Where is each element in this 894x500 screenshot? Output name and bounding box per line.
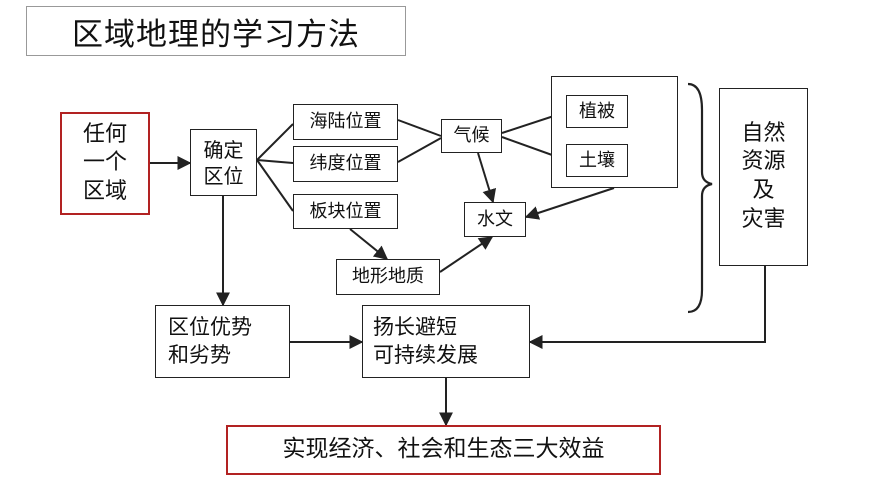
node-natural-resources-line2: 资源 <box>741 149 786 175</box>
arrow-vegetation-box-to-hydrology <box>524 187 615 220</box>
node-any-region-line3: 区域 <box>82 178 127 204</box>
node-natural-resources-line1: 自然 <box>741 120 786 146</box>
node-any-region: 任何 一个 区域 <box>60 112 150 215</box>
node-natural-resources-line4: 灾害 <box>741 206 786 232</box>
arrow-terrain-to-hydrology <box>439 236 494 273</box>
node-sustainable-line1: 扬长避短 <box>373 315 457 340</box>
node-benefits: 实现经济、社会和生态三大效益 <box>226 425 661 475</box>
node-soil: 土壤 <box>566 144 628 177</box>
node-natural-resources: 自然 资源 及 灾害 <box>719 88 808 266</box>
node-latitude-position: 纬度位置 <box>293 146 398 182</box>
node-vegetation: 植被 <box>566 95 628 128</box>
node-natural-resources-line3: 及 <box>752 178 775 203</box>
arrow-plate-to-terrain <box>349 228 389 260</box>
node-terrain-geology: 地形地质 <box>336 259 440 295</box>
node-determine-location: 确定 区位 <box>190 129 257 196</box>
node-sustainable-line2: 可持续发展 <box>373 342 478 367</box>
node-plate-position: 板块位置 <box>293 194 398 229</box>
node-sustainable: 扬长避短 可持续发展 <box>362 305 530 378</box>
arrow-climate-to-hydrology <box>477 152 497 204</box>
node-hydrology: 水文 <box>464 202 526 237</box>
node-sea-land-position: 海陆位置 <box>293 104 398 140</box>
line-latitude-to-climate <box>397 137 442 163</box>
arrow-resources-to-sustainable <box>528 266 766 349</box>
brace <box>687 82 713 314</box>
node-determine-location-line2: 区位 <box>203 163 244 188</box>
line-sealand-to-climate <box>397 119 442 137</box>
node-location-pros-cons-line2: 和劣势 <box>168 342 231 367</box>
node-any-region-line2: 一个 <box>82 150 127 176</box>
node-any-region-line1: 任何 <box>82 121 127 147</box>
page-title: 区域地理的学习方法 <box>26 6 406 56</box>
line-location-to-plate <box>256 159 294 212</box>
node-location-pros-cons-line1: 区位优势 <box>168 315 252 340</box>
node-location-pros-cons: 区位优势 和劣势 <box>155 305 290 378</box>
line-location-to-sealand <box>256 123 294 161</box>
node-determine-location-line1: 确定 <box>203 137 244 162</box>
line-location-to-latitude <box>256 159 294 164</box>
node-climate: 气候 <box>441 119 502 153</box>
